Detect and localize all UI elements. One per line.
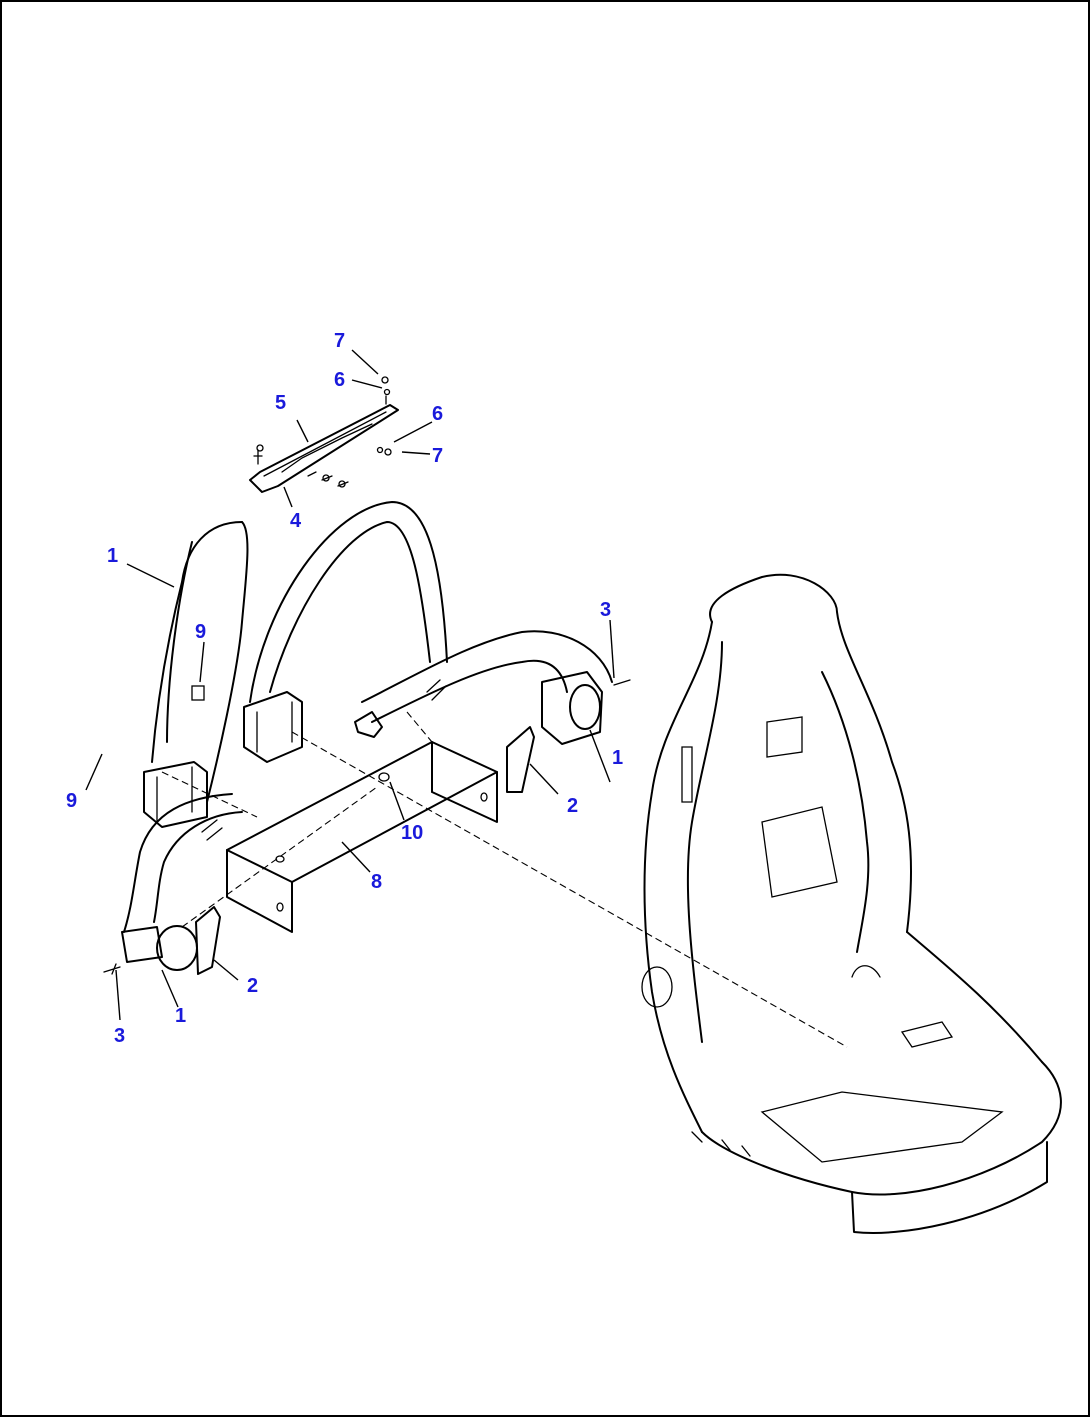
callout-2-lower: 2 <box>247 975 258 997</box>
callout-3-lower: 3 <box>114 1025 125 1047</box>
left-retractor-belt <box>143 521 249 828</box>
alignment-lines <box>161 711 848 1048</box>
support-bracket <box>226 741 498 933</box>
left-lower-buckle <box>103 793 243 975</box>
callout-8: 8 <box>371 871 382 893</box>
mounting-bracket-assembly <box>249 376 399 493</box>
callout-2-right: 2 <box>567 795 578 817</box>
callout-5: 5 <box>275 392 286 414</box>
right-retractor <box>354 630 631 793</box>
callout-7-right: 7 <box>432 445 443 467</box>
callout-1-right: 1 <box>612 747 623 769</box>
center-shoulder-belt <box>243 501 448 763</box>
callout-1-upper-left: 1 <box>107 545 118 567</box>
callout-10: 10 <box>401 822 423 844</box>
callout-6-top: 6 <box>334 369 345 391</box>
callout-labels: 7 6 5 6 7 4 1 9 3 1 9 2 10 8 2 1 3 <box>66 330 623 1047</box>
callout-6-right: 6 <box>432 403 443 425</box>
callout-9-lower: 9 <box>66 790 77 812</box>
callout-leaders <box>85 349 615 1021</box>
callout-3-right: 3 <box>600 599 611 621</box>
callout-1-lower: 1 <box>175 1005 186 1027</box>
callout-4: 4 <box>290 510 302 532</box>
operator-seat <box>641 573 1062 1234</box>
callout-7-top: 7 <box>334 330 345 352</box>
callout-9-upper: 9 <box>195 621 206 643</box>
